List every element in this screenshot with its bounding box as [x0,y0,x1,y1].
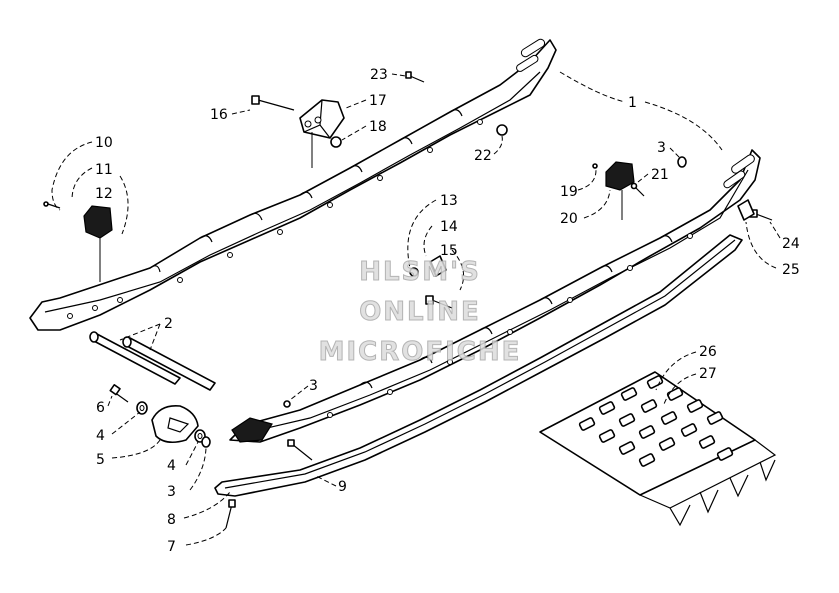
right-slide-rail [229,149,761,443]
callout-10: 10 [95,135,113,151]
callout-6: 6 [96,400,105,416]
suspension-block-20 [605,161,635,191]
callout-16: 16 [210,107,228,123]
callout-8: 8 [167,512,176,528]
callout-3-right: 3 [657,140,666,156]
callout-19: 19 [560,184,578,200]
callout-17: 17 [369,93,387,109]
callout-26: 26 [699,344,717,360]
callout-27: 27 [699,366,717,382]
callout-23: 23 [370,67,388,83]
callout-labels: 1 2 3 3 3 4 4 5 6 7 8 9 10 11 12 13 14 1… [95,67,800,555]
callout-13: 13 [440,193,458,209]
callout-21: 21 [651,167,669,183]
callout-3-bottom: 3 [167,484,176,500]
callout-7: 7 [167,539,176,555]
callout-9: 9 [338,479,347,495]
suspension-block-17 [299,99,345,139]
callout-15: 15 [440,243,458,259]
callout-4-left: 4 [96,428,105,444]
suspension-block-12 [83,205,113,239]
callout-5: 5 [96,452,105,468]
watermark-line-2: ONLINE [359,297,481,327]
callout-2: 2 [164,316,173,332]
watermark-line-3: MICROFICHE [319,337,522,367]
rear-idler-block [151,404,199,444]
callout-11: 11 [95,162,113,178]
callout-12: 12 [95,186,113,202]
watermark-line-1: HLSM'S [359,257,481,287]
callout-4-right: 4 [167,458,176,474]
cross-shafts [89,331,216,391]
callout-25: 25 [782,262,800,278]
watermark: HLSM'S ONLINE MICROFICHE [318,257,522,368]
callout-24: 24 [782,236,800,252]
left-slide-rail [29,38,557,331]
wear-strip [214,234,743,497]
callout-20: 20 [560,211,578,227]
callout-1: 1 [628,95,637,111]
callout-18: 18 [369,119,387,135]
callout-22: 22 [474,148,492,164]
callout-3-rail: 3 [309,378,318,394]
leader-lines [51,71,781,546]
hardware [43,71,773,529]
tip-block [231,417,273,443]
track-section [539,371,777,527]
callout-14: 14 [440,219,458,235]
